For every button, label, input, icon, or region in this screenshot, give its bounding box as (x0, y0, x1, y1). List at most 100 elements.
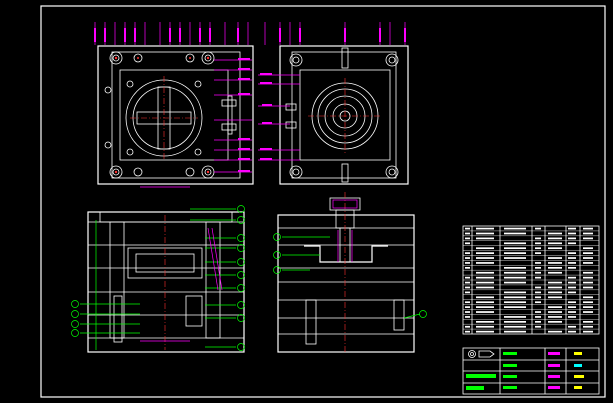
table-cell-mark (476, 237, 494, 240)
table-cell-mark (548, 306, 562, 308)
table-cell-mark (548, 311, 562, 313)
table-cell-mark (548, 232, 562, 235)
table-cell-mark (568, 237, 576, 240)
table-cell-mark (583, 301, 593, 304)
table-cell-mark (535, 296, 541, 299)
table-cell-mark (476, 301, 494, 304)
table-cell-mark (568, 306, 576, 308)
table-cell-mark (548, 291, 562, 294)
table-cell-mark (548, 316, 562, 318)
table-cell-mark (568, 232, 576, 235)
table-cell-mark (535, 266, 541, 269)
table-cell-mark (535, 286, 541, 289)
table-cell-mark (583, 247, 593, 250)
table-cell-mark (583, 271, 593, 274)
table-cell-mark (504, 325, 526, 328)
table-cell-mark (476, 311, 494, 313)
table-cell-mark (548, 242, 562, 245)
table-cell-mark (504, 232, 526, 235)
table-cell-mark (465, 257, 470, 259)
table-cell-mark (568, 276, 576, 279)
table-cell-mark (535, 262, 541, 264)
table-cell-mark (583, 306, 593, 308)
table-cell-mark (465, 281, 470, 284)
table-cell-mark (535, 237, 541, 240)
table-cell-mark (568, 281, 576, 284)
table-cell-mark (548, 237, 562, 240)
table-cell-mark (535, 291, 541, 294)
logo-icon (468, 350, 495, 358)
table-cell-mark (583, 237, 593, 240)
table-cell-mark (535, 311, 541, 313)
table-cell-mark (465, 286, 470, 289)
table-cell-mark (568, 325, 576, 328)
table-cell-mark (465, 330, 470, 333)
view-bottom-left-section (71, 205, 245, 353)
table-cell-mark (476, 281, 494, 284)
table-cell-mark (583, 286, 593, 289)
table-cell-mark (583, 311, 593, 313)
table-cell-mark (465, 242, 470, 245)
table-cell-mark (476, 257, 494, 259)
view-top-right-plan (258, 22, 409, 185)
parts-list-table (462, 225, 600, 335)
table-cell-mark (504, 252, 526, 254)
table-cell-mark (583, 252, 593, 254)
table-cell-mark (504, 296, 526, 299)
table-cell-mark (504, 291, 526, 294)
table-cell-mark (535, 301, 541, 304)
table-cell-mark (504, 247, 526, 250)
table-cell-mark (504, 266, 526, 269)
table-cell-mark (535, 247, 541, 250)
table-cell-mark (465, 266, 470, 269)
table-cell-mark (504, 301, 526, 304)
table-cell-mark (535, 227, 541, 230)
table-cell-mark (504, 271, 526, 274)
table-cell-mark (476, 227, 494, 230)
sheet-border (40, 5, 606, 398)
table-cell-mark (476, 306, 494, 308)
table-cell-mark (568, 257, 576, 259)
table-cell-mark (568, 262, 576, 264)
table-cell-mark (476, 286, 494, 289)
table-cell-mark (504, 330, 526, 333)
table-cell-mark (568, 301, 576, 304)
table-cell-mark (568, 311, 576, 313)
table-cell-mark (568, 227, 576, 230)
table-cell-mark (465, 237, 470, 240)
table-cell-mark (504, 320, 526, 323)
table-cell-mark (504, 227, 526, 230)
table-cell-mark (465, 306, 470, 308)
table-cell-mark (504, 281, 526, 284)
table-cell-mark (568, 252, 576, 254)
table-cell-mark (583, 296, 593, 299)
table-cell-mark (548, 262, 562, 264)
table-cell-mark (548, 296, 562, 299)
table-cell-mark (504, 306, 526, 308)
table-cell-mark (583, 257, 593, 259)
table-cell-mark (465, 276, 470, 279)
table-cell-mark (548, 286, 562, 289)
table-cell-mark (548, 330, 562, 333)
table-cell-mark (465, 262, 470, 264)
table-cell-mark (548, 320, 562, 323)
table-cell-mark (535, 325, 541, 328)
table-cell-mark (583, 325, 593, 328)
table-cell-mark (504, 276, 526, 279)
table-cell-mark (465, 227, 470, 230)
table-cell-mark (476, 262, 494, 264)
table-cell-mark (583, 320, 593, 323)
table-cell-mark (568, 286, 576, 289)
table-cell-mark (504, 257, 526, 259)
table-cell-mark (568, 266, 576, 269)
table-cell-mark (548, 266, 562, 269)
table-cell-mark (568, 330, 576, 333)
table-cell-mark (583, 262, 593, 264)
table-cell-mark (465, 316, 470, 318)
table-cell-mark (476, 232, 494, 235)
table-cell-mark (535, 276, 541, 279)
table-cell-mark (583, 232, 593, 235)
view-bottom-center-section (273, 192, 427, 353)
table-cell-mark (504, 316, 526, 318)
